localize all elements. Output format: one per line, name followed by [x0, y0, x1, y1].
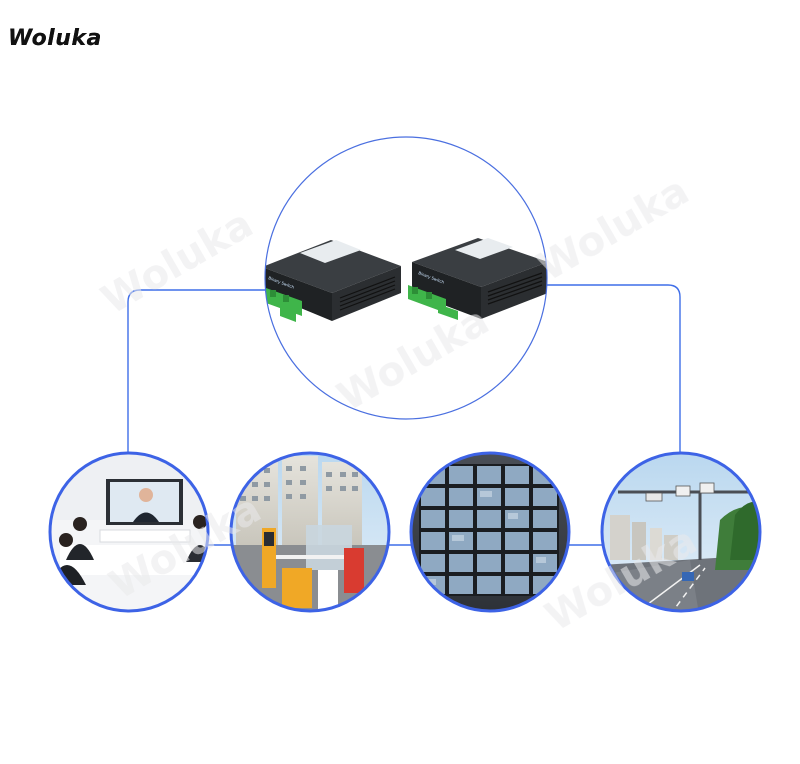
video-conference-icon	[48, 451, 210, 613]
right-converter-device: Binary Switch	[408, 238, 547, 320]
brand-logo-text: Woluka	[8, 26, 102, 51]
monitoring-video-wall-icon	[409, 451, 571, 613]
parking-gate-icon	[229, 451, 391, 613]
converter-devices-circle: Binary Switch Binary Switch	[264, 136, 548, 420]
left-converter-device: Binary Switch	[265, 240, 401, 322]
connector-lines	[127, 284, 681, 546]
watermark-text: Woluka	[94, 201, 261, 324]
watermark-text: Woluka	[530, 168, 697, 291]
